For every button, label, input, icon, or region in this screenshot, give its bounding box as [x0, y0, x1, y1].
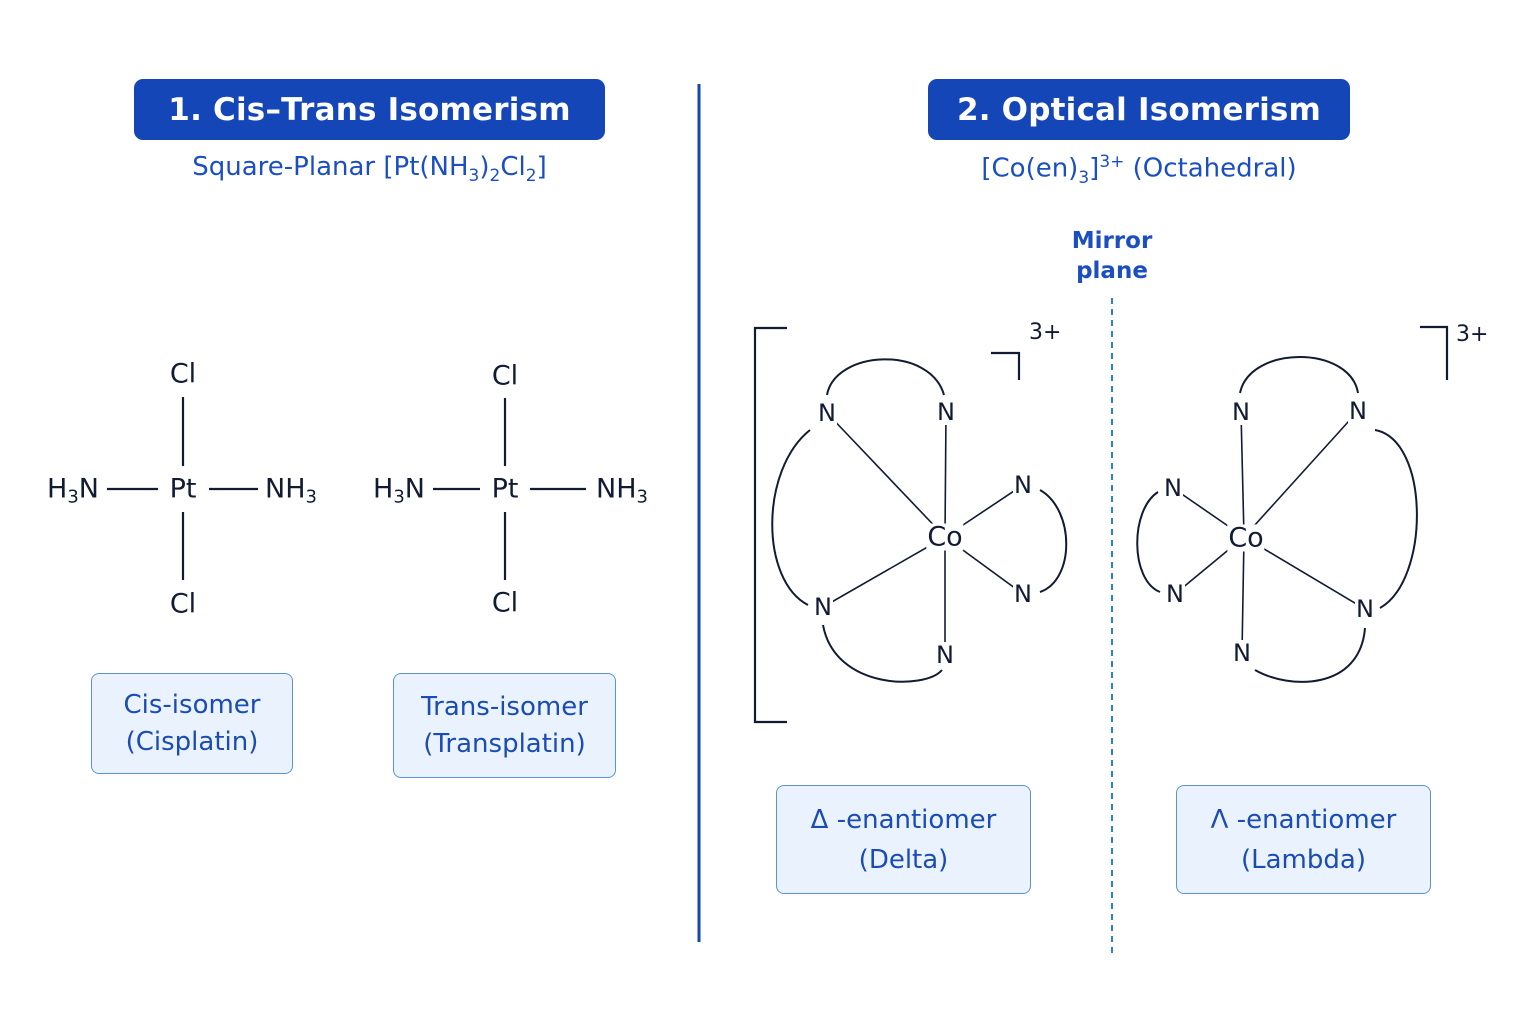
delta-n-2: N [936, 398, 956, 426]
lambda-n-4: N [1165, 580, 1185, 608]
lambda-enantiomer-label: Λ -enantiomer (Lambda) [1176, 785, 1431, 894]
lambda-bracket [1420, 325, 1449, 380]
trans-bottom-cl: Cl [490, 587, 520, 619]
delta-chelate-arcs [771, 358, 1068, 683]
trans-center-pt: Pt [490, 473, 520, 505]
cis-left-nh3: H3N [46, 473, 100, 508]
optical-isomerism-subtitle: [Co(en)3]3+ (Octahedral) [981, 152, 1297, 188]
trans-left-nh3: H3N [372, 473, 426, 508]
mirror-plane-label: Mirror plane [1071, 228, 1153, 284]
lambda-n-2: N [1348, 397, 1368, 425]
delta-bonds [822, 411, 1024, 655]
cis-trans-title: 1. Cis–Trans Isomerism [134, 79, 605, 140]
delta-n-5: N [813, 593, 833, 621]
cis-top-cl: Cl [168, 358, 198, 390]
cis-center-pt: Pt [168, 473, 198, 505]
delta-n-3: N [1013, 471, 1033, 499]
delta-enantiomer-label: Δ -enantiomer (Delta) [776, 785, 1031, 894]
lambda-n-1: N [1231, 398, 1251, 426]
lambda-n-6: N [1232, 639, 1252, 667]
delta-bracket [753, 326, 1021, 724]
delta-center-co: Co [926, 521, 964, 553]
optical-isomerism-title: 2. Optical Isomerism [928, 79, 1350, 140]
delta-n-6: N [935, 641, 955, 669]
cis-trans-subtitle: Square-Planar [Pt(NH3)2Cl2] [192, 152, 547, 187]
delta-charge: 3+ [1029, 320, 1062, 345]
lambda-n-3: N [1163, 474, 1183, 502]
trans-top-cl: Cl [490, 360, 520, 392]
cis-bonds [107, 397, 258, 580]
lambda-charge: 3+ [1456, 322, 1489, 347]
lambda-center-co: Co [1227, 522, 1265, 554]
lambda-chelate-arcs [1136, 356, 1418, 683]
cis-bottom-cl: Cl [168, 588, 198, 620]
trans-isomer-label: Trans-isomer (Transplatin) [393, 673, 616, 778]
delta-n-4: N [1013, 580, 1033, 608]
cis-right-nh3: NH3 [264, 473, 318, 508]
trans-bonds [433, 398, 586, 580]
lambda-bonds [1172, 410, 1366, 654]
delta-n-1: N [817, 399, 837, 427]
lambda-n-5: N [1355, 595, 1375, 623]
trans-right-nh3: NH3 [595, 473, 649, 508]
cis-isomer-label: Cis-isomer (Cisplatin) [91, 673, 293, 774]
